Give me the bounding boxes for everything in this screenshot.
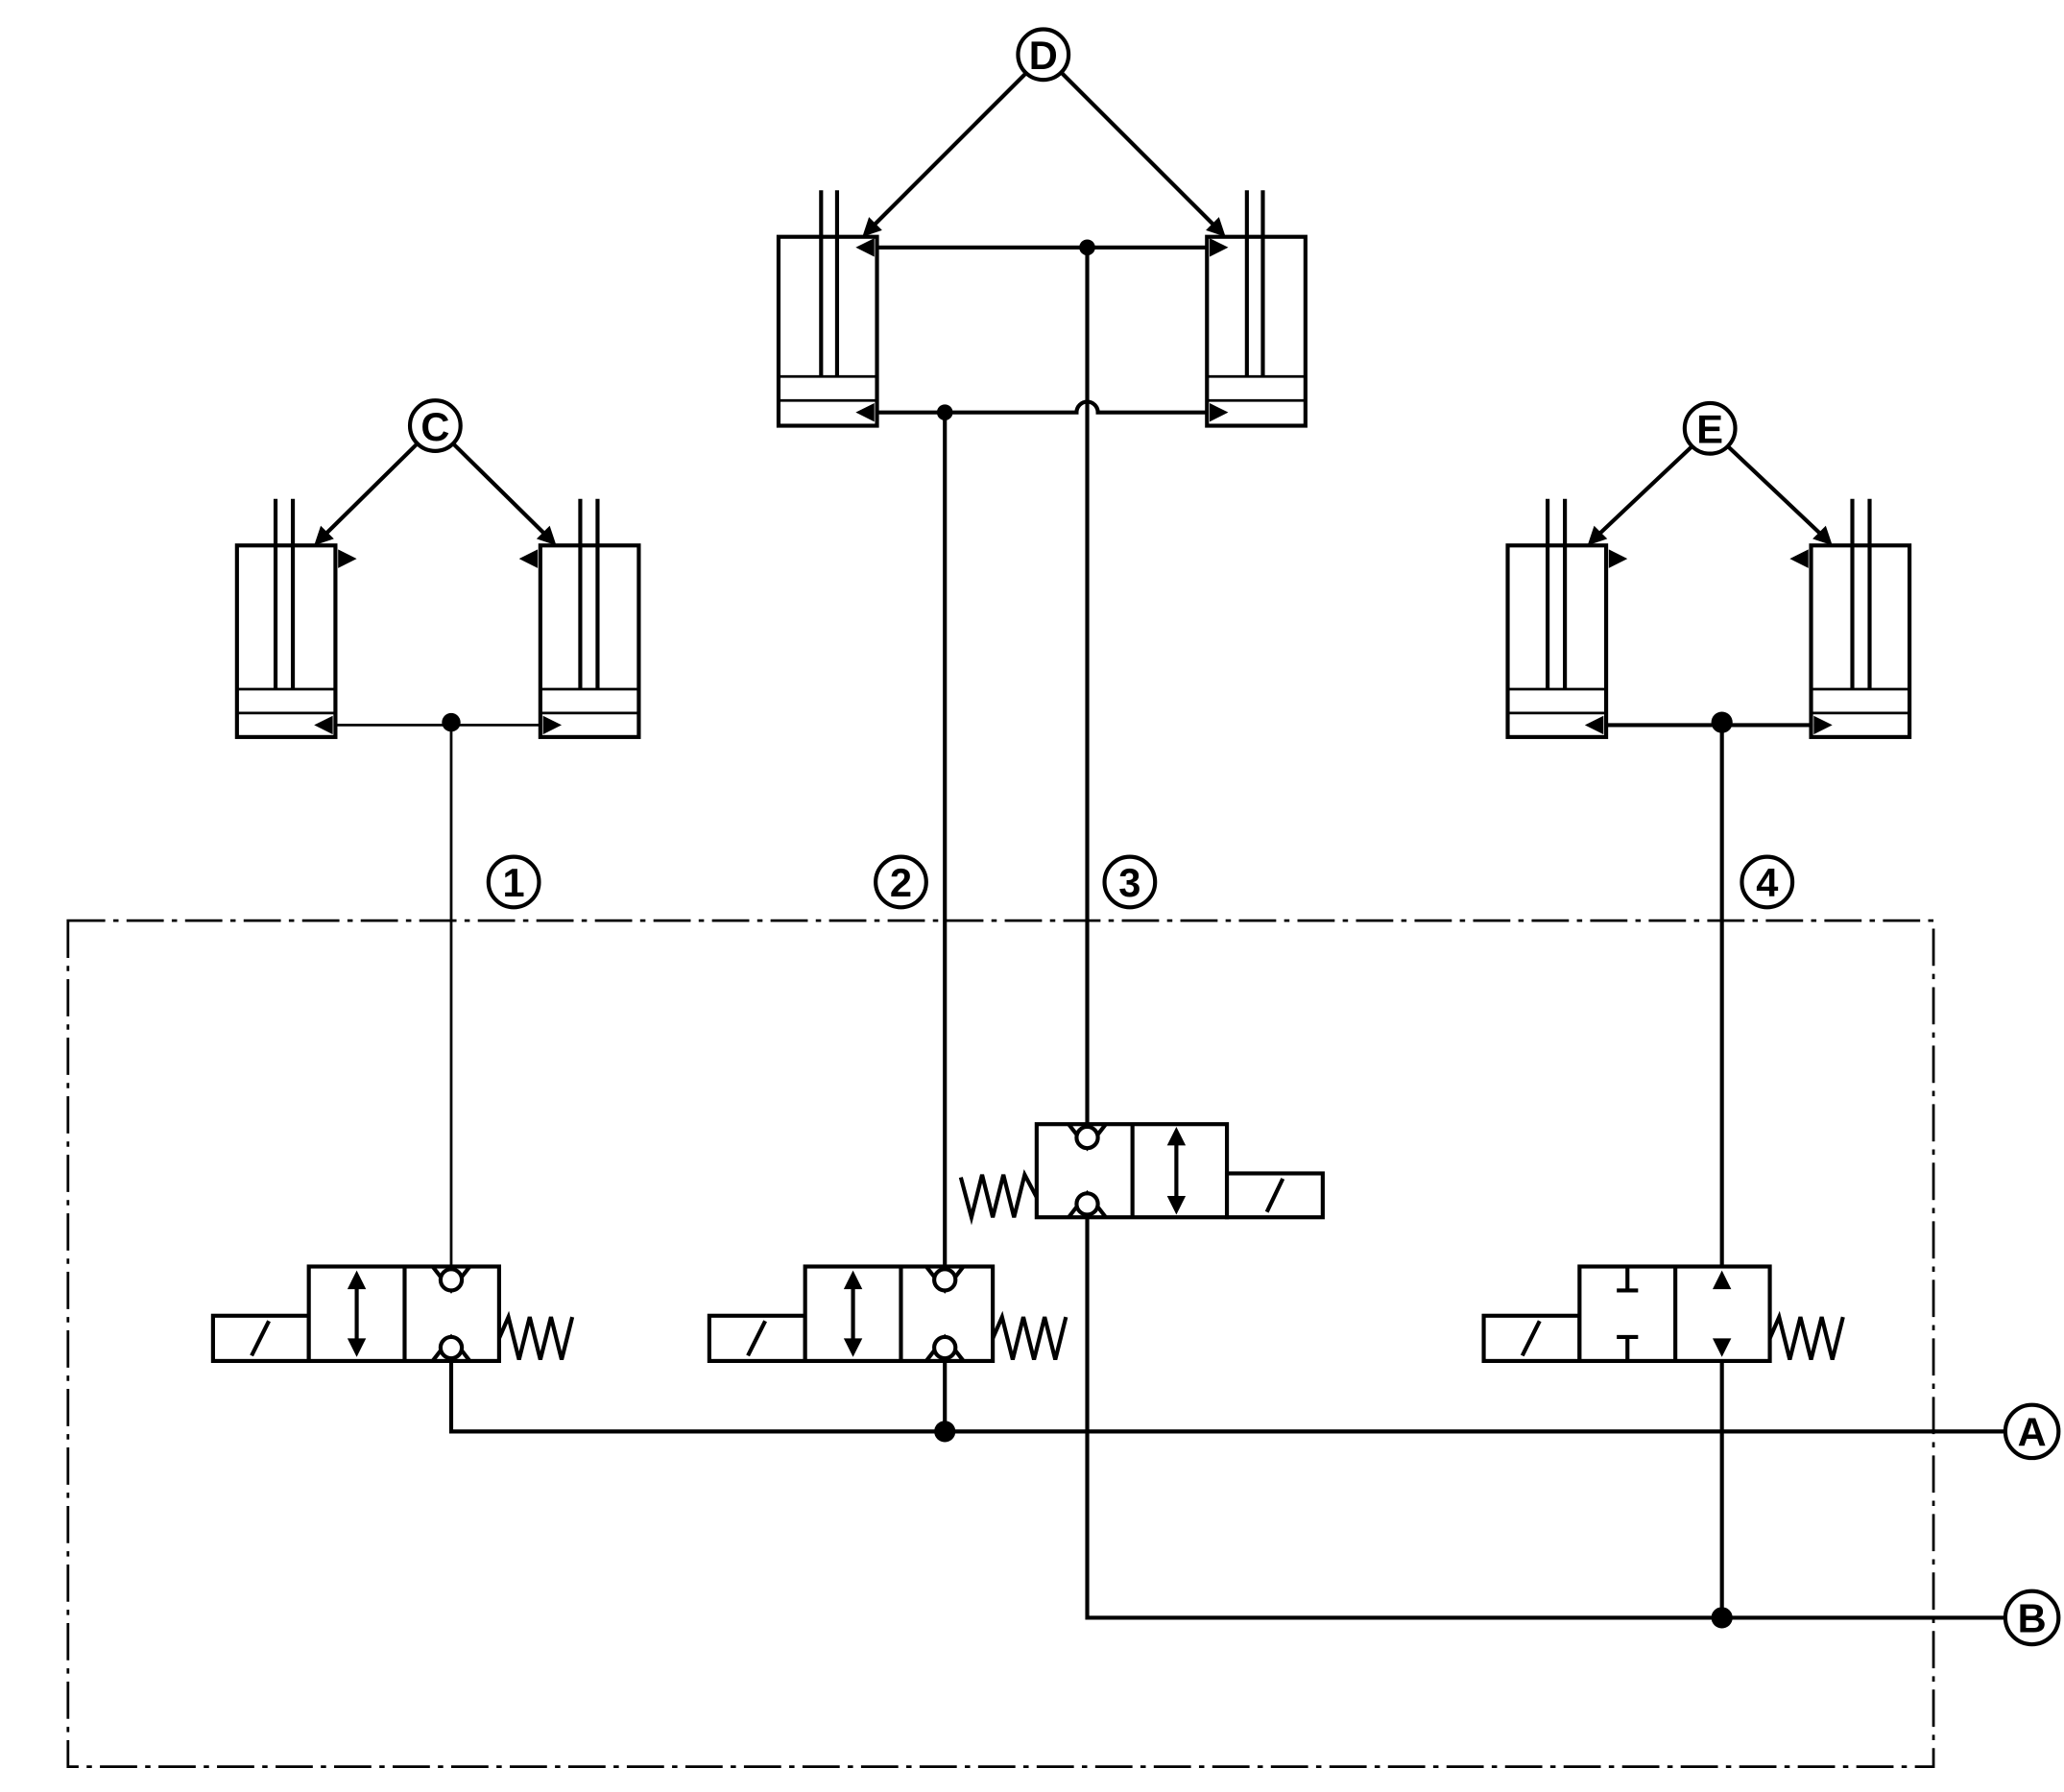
cylinder-c-right [538, 543, 641, 739]
label-e-text: E [1696, 407, 1723, 452]
cylinder-pair-e [1505, 498, 1912, 739]
cylinder-e-left [1505, 543, 1609, 739]
cylinder-pair-d [776, 190, 1308, 428]
cylinder-d-right [1205, 234, 1308, 428]
port-a-text: A [2018, 1410, 2047, 1455]
cylinder-pair-c [234, 498, 641, 739]
solenoid-valve-1 [210, 1264, 575, 1364]
line-label-3-text: 3 [1118, 860, 1140, 905]
label-c: C [307, 398, 564, 553]
label-d-text: D [1029, 33, 1058, 78]
cylinder-d-left [776, 234, 879, 428]
label-e: E [1580, 400, 1839, 553]
line-label-1: 1 [486, 854, 541, 910]
line-label-1-text: 1 [503, 860, 525, 905]
solenoid-valve-3 [958, 1122, 1325, 1226]
control-unit-boundary [66, 919, 1935, 1769]
solenoid-valve-2 [707, 1264, 1068, 1364]
line-label-2-text: 2 [890, 860, 912, 905]
solenoid-valve-4 [1481, 1264, 1845, 1364]
line-a [448, 1360, 2005, 1443]
line-b [1085, 1217, 2005, 1629]
port-b: B [2003, 1589, 2061, 1647]
port-b-text: B [2018, 1596, 2047, 1641]
line-label-3: 3 [1102, 854, 1158, 910]
label-d: D [855, 27, 1233, 244]
port-a: A [2003, 1402, 2061, 1461]
line-label-4-text: 4 [1756, 860, 1778, 905]
cylinder-e-right [1809, 543, 1912, 739]
line-label-4: 4 [1740, 854, 1795, 910]
label-c-text: C [420, 404, 449, 449]
cylinder-c-left [234, 543, 338, 739]
line-label-2: 2 [874, 854, 928, 910]
